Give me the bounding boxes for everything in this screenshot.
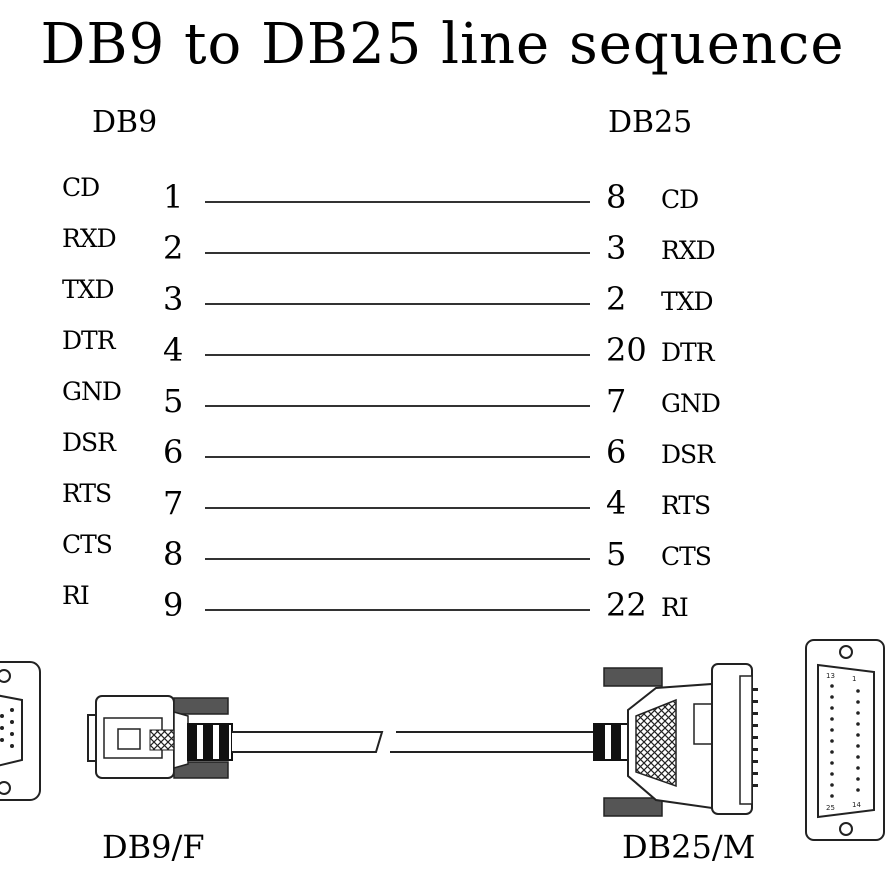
pin-row: DSR 6 6 DSR: [0, 428, 885, 478]
db25-signal-label: TXD: [661, 287, 714, 316]
pin-row: CD 1 8 CD: [0, 173, 885, 223]
connection-wire: [205, 201, 590, 203]
db9-signal-label: DSR: [62, 428, 116, 457]
db25-male-caption: DB25/M: [622, 828, 756, 866]
db25-pin-number: 20: [606, 331, 647, 369]
db25-signal-label: CTS: [661, 542, 712, 571]
db9-pin-number: 4: [163, 331, 184, 369]
db25-pin-number: 22: [606, 586, 647, 624]
connection-wire: [205, 456, 590, 458]
db25-signal-label: DSR: [661, 440, 715, 469]
connection-wire: [205, 507, 590, 509]
pin-row: RXD 2 3 RXD: [0, 224, 885, 274]
db25-pin-number: 2: [606, 280, 627, 318]
db9-pin-number: 1: [163, 178, 184, 216]
db9-signal-label: CD: [62, 173, 100, 202]
db25-male-face: 13 1 25 14: [805, 639, 885, 841]
pin-row: RTS 7 4 RTS: [0, 479, 885, 529]
db9-signal-label: RXD: [62, 224, 117, 253]
db25-pin-number: 4: [606, 484, 627, 522]
pin-row: RI 9 22 RI: [0, 581, 885, 631]
db9-signal-label: CTS: [62, 530, 113, 559]
db9-signal-label: GND: [62, 377, 122, 406]
db9-female-face: [0, 661, 41, 801]
db25-signal-label: GND: [661, 389, 721, 418]
db25-signal-label: RI: [661, 593, 689, 622]
db9-pin-number: 6: [163, 433, 184, 471]
pin-row: GND 5 7 GND: [0, 377, 885, 427]
db25-face-label: 25: [826, 804, 835, 812]
db9-pin-number: 8: [163, 535, 184, 573]
db25-face-label: 1: [852, 675, 856, 683]
db9-signal-label: TXD: [62, 275, 115, 304]
db25-pin-number: 3: [606, 229, 627, 267]
pin-row: TXD 3 2 TXD: [0, 275, 885, 325]
db25-signal-label: DTR: [661, 338, 715, 367]
db9-pin-number: 7: [163, 484, 184, 522]
db9-column-header: DB9: [92, 105, 158, 140]
connection-wire: [205, 354, 590, 356]
db9-signal-label: RTS: [62, 479, 112, 508]
db9-female-caption: DB9/F: [102, 828, 205, 866]
pin-row: CTS 8 5 CTS: [0, 530, 885, 580]
db25-pin-number: 5: [606, 535, 627, 573]
db25-connector: [593, 663, 758, 817]
db9-pin-number: 3: [163, 280, 184, 318]
db25-column-header: DB25: [608, 105, 693, 140]
db9-connector: [87, 695, 233, 779]
connection-wire: [205, 303, 590, 305]
pin-row: DTR 4 20 DTR: [0, 326, 885, 376]
db25-signal-label: CD: [661, 185, 699, 214]
db25-face-label: 14: [852, 801, 861, 809]
db25-signal-label: RTS: [661, 491, 711, 520]
db25-pin-number: 6: [606, 433, 627, 471]
connection-wire: [205, 609, 590, 611]
db9-pin-number: 2: [163, 229, 184, 267]
db9-signal-label: DTR: [62, 326, 116, 355]
db9-pin-number: 5: [163, 382, 184, 420]
db25-pin-number: 8: [606, 178, 627, 216]
db25-face-label: 13: [826, 672, 835, 680]
db9-signal-label: RI: [62, 581, 90, 610]
diagram-title: DB9 to DB25 line sequence: [40, 12, 845, 77]
connection-wire: [205, 405, 590, 407]
db9-pin-number: 9: [163, 586, 184, 624]
cable: [232, 731, 595, 753]
db25-pin-number: 7: [606, 382, 627, 420]
connection-wire: [205, 252, 590, 254]
db25-signal-label: RXD: [661, 236, 716, 265]
connection-wire: [205, 558, 590, 560]
